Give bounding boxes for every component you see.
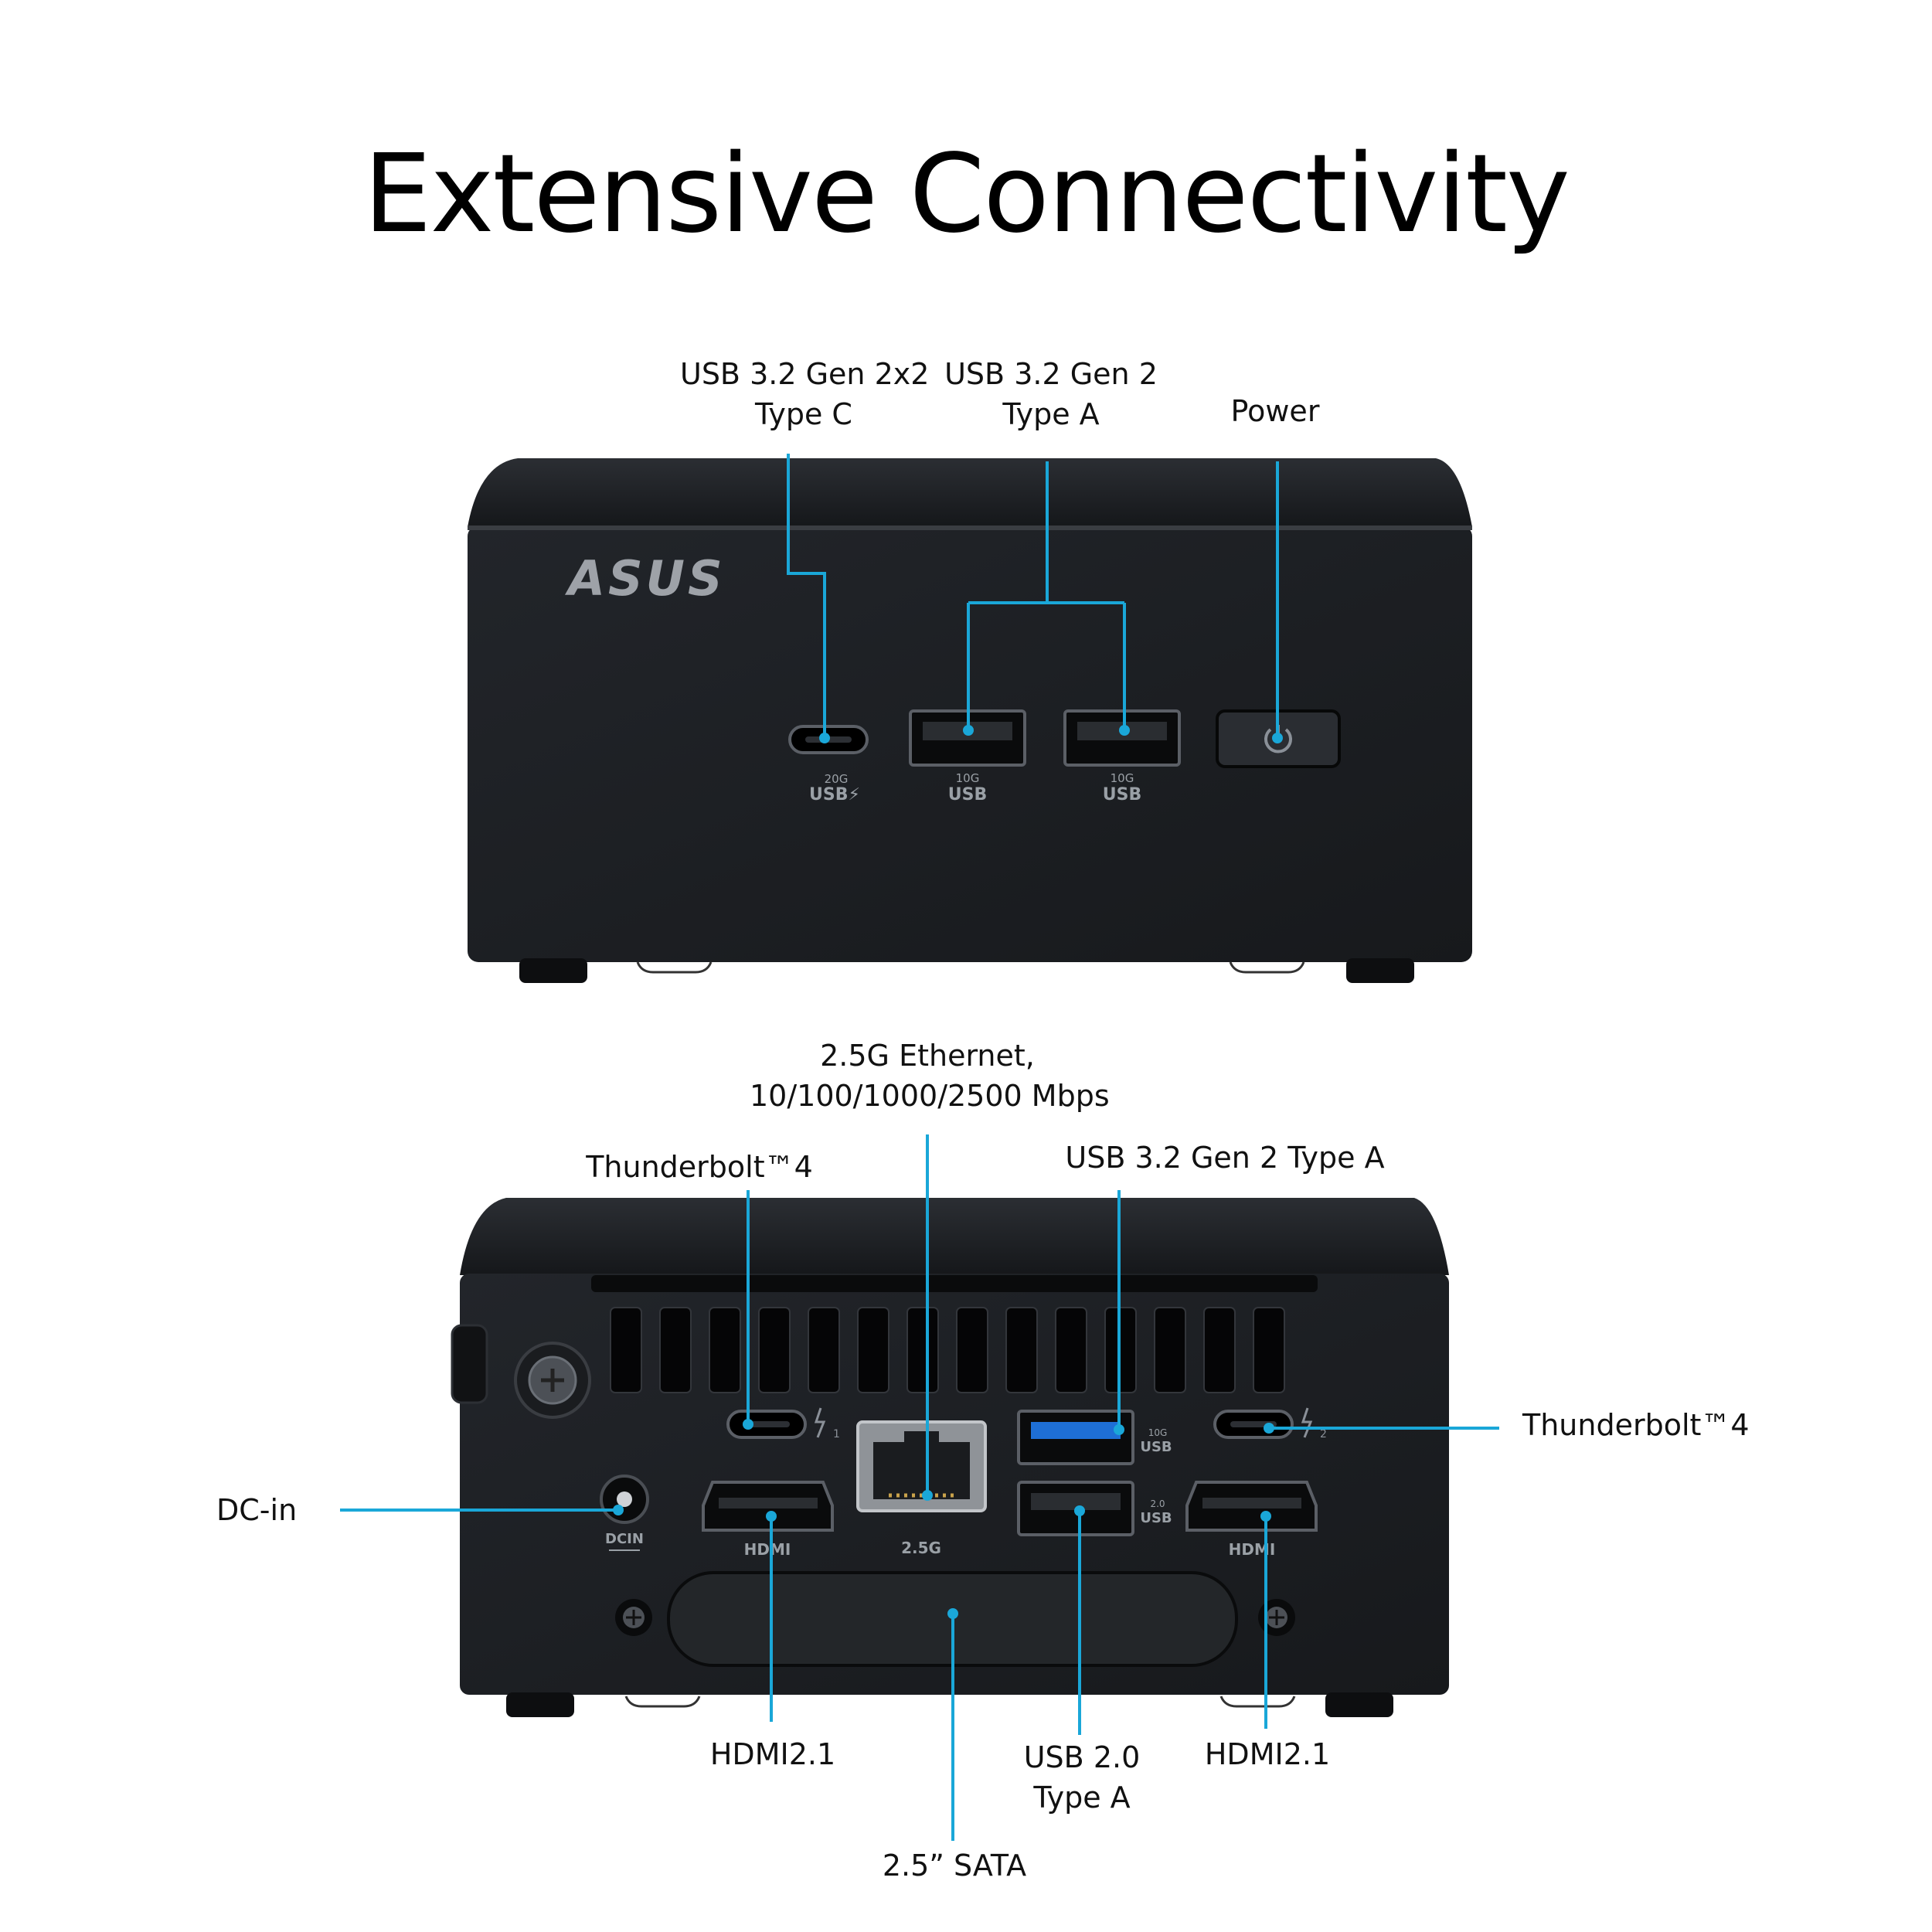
label-power: Power <box>1230 394 1320 428</box>
label-hdmi-left: HDMI2.1 <box>709 1737 836 1771</box>
vent-slot <box>808 1307 840 1393</box>
usb-a-2-name-mark: USB <box>1103 785 1141 804</box>
front-device: ASUS 20G USB⚡ 10G USB 10G USB <box>468 458 1472 983</box>
asus-logo: ASUS <box>564 550 726 607</box>
rear-device: 1 2.5G 10G USB 2.0 USB <box>451 1198 1449 1717</box>
label-usb32-rear: USB 3.2 Gen 2 Type A <box>1065 1141 1385 1175</box>
usb-c-port: 20G USB⚡ <box>788 725 869 804</box>
vent-slot <box>709 1307 741 1393</box>
usb-mark-1: USB <box>1140 1439 1172 1455</box>
label-sata: 2.5” SATA <box>882 1849 1027 1883</box>
foot <box>1346 958 1414 983</box>
vent-slot <box>758 1307 791 1393</box>
hdmi-port-right: HDMI <box>1185 1481 1318 1559</box>
lan-mark: 2.5G <box>901 1539 941 1557</box>
lock-bracket <box>451 1324 591 1419</box>
vent-slot <box>906 1307 939 1393</box>
vent-slot <box>1253 1307 1285 1393</box>
hdmi-mark-right: HDMI <box>1229 1540 1276 1559</box>
tb2-mark: 2 <box>1320 1428 1327 1440</box>
vent-slot <box>1005 1307 1038 1393</box>
vent-grille <box>610 1307 1285 1393</box>
usb-c-name-mark: USB⚡ <box>809 785 860 804</box>
usb-a-1-name-mark: USB <box>948 785 987 804</box>
foot <box>506 1692 574 1717</box>
dc-in-port: DCIN <box>600 1475 649 1551</box>
hdmi-port-left: HDMI <box>702 1481 834 1559</box>
callout-usb-c <box>787 454 826 738</box>
label-ethernet: 2.5G Ethernet,10/100/1000/2500 Mbps <box>750 1039 1110 1113</box>
vent-slot <box>1055 1307 1087 1393</box>
power-icon <box>1264 728 1292 753</box>
usb-a-1-speed-mark: 10G <box>956 771 980 785</box>
ethernet-port: 2.5G <box>856 1420 987 1557</box>
label-dc-in: DC-in <box>216 1493 298 1527</box>
callout-dots <box>613 725 1283 1619</box>
vent-slot <box>659 1307 692 1393</box>
label-hdmi-right: HDMI2.1 <box>1204 1737 1331 1771</box>
callout-lines <box>340 454 1499 1841</box>
usb-a-2-speed-mark: 10G <box>1111 771 1134 785</box>
usb-mark-2: USB <box>1140 1510 1172 1526</box>
vent-slot <box>1203 1307 1236 1393</box>
vent-slot <box>1154 1307 1186 1393</box>
vent-slot <box>610 1307 642 1393</box>
screw-icon <box>615 1599 652 1636</box>
vent-slot <box>857 1307 889 1393</box>
thunderbolt-icon <box>814 1407 826 1438</box>
usb-a-port-front-2: 10G USB <box>1063 709 1181 804</box>
dcin-mark: DCIN <box>605 1531 644 1547</box>
foot <box>1325 1692 1393 1717</box>
label-thunderbolt-left: Thunderbolt™4 <box>586 1150 813 1184</box>
usb10g-mark: 10G <box>1148 1427 1168 1438</box>
screw-icon <box>1258 1599 1295 1636</box>
tb1-mark: 1 <box>833 1428 840 1440</box>
vent-slot <box>956 1307 988 1393</box>
page-title: Extensive Connectivity <box>363 131 1570 257</box>
label-thunderbolt-right: Thunderbolt™4 <box>1522 1408 1750 1442</box>
usb20-mark: 2.0 <box>1150 1498 1165 1509</box>
hdmi-mark-left: HDMI <box>744 1540 791 1559</box>
foot <box>519 958 587 983</box>
usb32-type-a-port-rear: 10G USB <box>1017 1410 1172 1465</box>
callout-usb-a-front <box>967 461 1126 730</box>
usb-c-speed-mark: 20G <box>825 772 849 786</box>
